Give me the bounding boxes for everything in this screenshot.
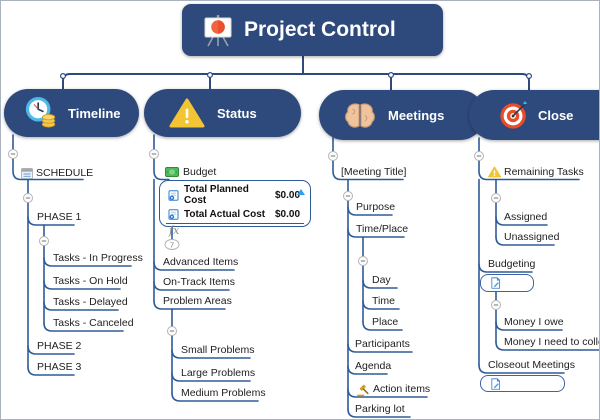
collapsed-rows-toggle[interactable]: 7 bbox=[164, 239, 180, 250]
spreadsheet-cell-gear-icon bbox=[168, 209, 179, 220]
topic-purpose[interactable]: Purpose bbox=[356, 201, 396, 213]
budget-row-name: Total Planned Cost bbox=[184, 184, 249, 206]
topic-advanced-items[interactable]: Advanced Items bbox=[163, 256, 239, 268]
collapse-toggle[interactable] bbox=[23, 193, 33, 203]
brain-icon bbox=[343, 100, 377, 130]
money-icon bbox=[165, 167, 179, 177]
budget-row-value: $0.00 bbox=[275, 189, 301, 201]
branch-status[interactable]: Status bbox=[144, 89, 301, 137]
collapse-toggle[interactable] bbox=[167, 326, 177, 336]
collapse-toggle[interactable] bbox=[328, 151, 338, 161]
topic-agenda[interactable]: Agenda bbox=[355, 360, 392, 372]
branch-label: Status bbox=[217, 105, 257, 121]
collapse-toggle[interactable] bbox=[343, 191, 353, 201]
collapse-toggle[interactable] bbox=[474, 151, 484, 161]
collapse-toggle[interactable] bbox=[491, 193, 501, 203]
document-pencil-icon bbox=[490, 377, 501, 390]
budget-row-value: $0.00 bbox=[275, 209, 301, 220]
warning-triangle-icon bbox=[488, 166, 501, 178]
topic-tasks-in-progress[interactable]: Tasks - In Progress bbox=[53, 252, 143, 264]
topic-phase-1[interactable]: PHASE 1 bbox=[37, 211, 82, 223]
branch-label: Meetings bbox=[388, 107, 445, 123]
topic-tasks-delayed[interactable]: Tasks - Delayed bbox=[53, 296, 128, 308]
branch-meetings[interactable]: Meetings bbox=[319, 90, 485, 140]
budget-row-planned[interactable]: Total Planned Cost $0.00 bbox=[168, 184, 310, 206]
branch-close[interactable]: Close bbox=[469, 90, 599, 140]
collapse-toggles: 7 bbox=[8, 149, 501, 336]
topic-medium-problems[interactable]: Medium Problems bbox=[181, 387, 266, 399]
spreadsheet-cell-gear-icon bbox=[168, 189, 179, 201]
collapse-toggle[interactable] bbox=[8, 149, 18, 159]
topic-time[interactable]: Time bbox=[372, 295, 395, 307]
topic-problem-areas[interactable]: Problem Areas bbox=[163, 295, 232, 307]
topic-tasks-on-hold[interactable]: Tasks - On Hold bbox=[53, 275, 128, 287]
closeout-notes-box[interactable] bbox=[480, 375, 565, 392]
branch-label: Close bbox=[538, 107, 574, 123]
central-topic[interactable]: Project Control bbox=[182, 4, 443, 56]
branch-timeline[interactable]: Timeline bbox=[4, 89, 139, 137]
collapse-toggle[interactable] bbox=[149, 149, 159, 159]
topic-schedule[interactable]: SCHEDULE bbox=[36, 167, 94, 179]
topic-phase-2[interactable]: PHASE 2 bbox=[37, 340, 82, 352]
central-topic-label: Project Control bbox=[244, 18, 396, 41]
budget-row-name: Total Actual Cost bbox=[184, 209, 266, 220]
topic-time-place[interactable]: Time/Place bbox=[356, 223, 409, 235]
topic-place[interactable]: Place bbox=[372, 316, 399, 328]
junction-dots bbox=[59, 71, 532, 79]
budget-row-actual[interactable]: Total Actual Cost $0.00 bbox=[168, 209, 310, 220]
document-pencil-icon bbox=[490, 277, 501, 289]
topic-small-problems[interactable]: Small Problems bbox=[181, 344, 255, 356]
target-icon bbox=[498, 99, 530, 131]
topic-parking-lot[interactable]: Parking lot bbox=[355, 403, 405, 415]
warning-triangle-icon bbox=[169, 97, 205, 129]
branch-label: Timeline bbox=[68, 105, 121, 121]
presentation-easel-icon bbox=[201, 12, 235, 48]
collapse-toggle[interactable] bbox=[39, 236, 49, 246]
gavel-icon bbox=[356, 384, 370, 397]
topic-budget[interactable]: Budget bbox=[183, 166, 217, 178]
clock-coins-icon bbox=[24, 95, 58, 131]
topic-day[interactable]: Day bbox=[372, 274, 391, 286]
svg-text:7: 7 bbox=[170, 241, 174, 250]
budget-table[interactable]: Total Planned Cost $0.00 Total Actual Co… bbox=[159, 180, 311, 237]
topic-action-items[interactable]: Action items bbox=[373, 383, 431, 395]
calendar-icon bbox=[21, 167, 33, 179]
topic-phase-3[interactable]: PHASE 3 bbox=[37, 361, 82, 373]
topic-money-to-collect[interactable]: Money I need to collect bbox=[504, 336, 599, 348]
topic-on-track-items[interactable]: On-Track Items bbox=[163, 276, 235, 288]
topic-participants[interactable]: Participants bbox=[355, 338, 410, 350]
collapse-toggle[interactable] bbox=[491, 300, 501, 310]
sort-ascending-icon[interactable] bbox=[297, 189, 305, 195]
topic-money-i-owe[interactable]: Money I owe bbox=[504, 316, 564, 328]
topic-tasks-canceled[interactable]: Tasks - Canceled bbox=[53, 317, 134, 329]
topic-meeting-title[interactable]: [Meeting Title] bbox=[341, 166, 407, 178]
topic-budgeting[interactable]: Budgeting bbox=[488, 258, 536, 270]
topic-assigned[interactable]: Assigned bbox=[504, 211, 548, 223]
topic-large-problems[interactable]: Large Problems bbox=[181, 367, 256, 379]
topic-remaining-tasks[interactable]: Remaining Tasks bbox=[504, 166, 584, 178]
topic-closeout-meetings[interactable]: Closeout Meetings bbox=[488, 359, 575, 371]
formula-row[interactable]: fx bbox=[169, 224, 180, 237]
topic-unassigned[interactable]: Unassigned bbox=[504, 231, 560, 243]
budget-divider bbox=[166, 223, 304, 224]
collapse-toggle[interactable] bbox=[358, 256, 368, 266]
budgeting-notes-box[interactable] bbox=[480, 274, 534, 292]
